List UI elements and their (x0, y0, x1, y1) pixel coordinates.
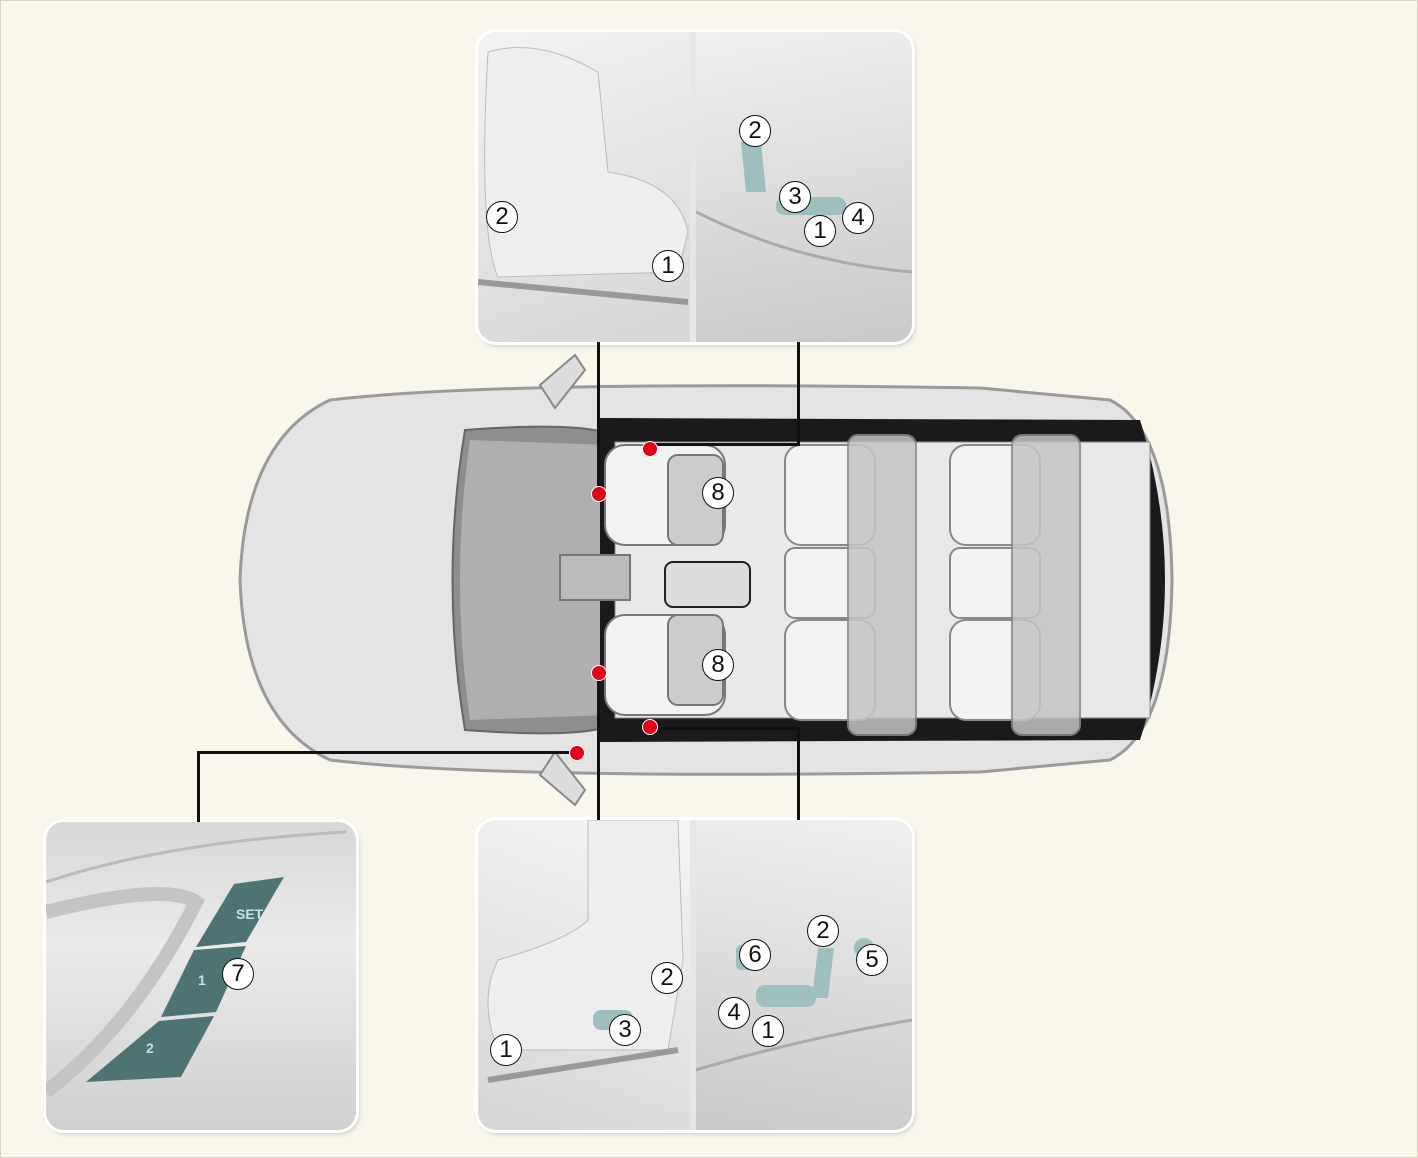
leader-line (649, 443, 800, 446)
callout-3: 3 (609, 1014, 641, 1046)
leader-line (597, 672, 600, 820)
leader-line (649, 727, 800, 730)
callout-4: 4 (718, 997, 750, 1029)
callout-1: 1 (652, 250, 684, 282)
callout-1: 1 (804, 215, 836, 247)
location-marker (642, 441, 658, 457)
front-seats (559, 444, 751, 716)
callout-3: 3 (779, 181, 811, 213)
seat-illustration (478, 820, 690, 1130)
inset-memory-switch: SET 1 2 7 (46, 822, 356, 1130)
callout-4: 4 (842, 202, 874, 234)
mirror-right (538, 750, 587, 807)
seat-illustration (478, 32, 690, 342)
location-marker (591, 665, 607, 681)
callout-2: 2 (739, 115, 771, 147)
seat-switch-illustration (696, 820, 912, 1130)
callout-7: 7 (222, 958, 254, 990)
set-button (196, 877, 284, 947)
memory-2-label: 2 (146, 1040, 154, 1056)
inset-front-seat-bottom: 2 3 1 2 6 5 4 1 (478, 820, 912, 1130)
callout-1: 1 (752, 1015, 784, 1047)
callout-6: 6 (739, 939, 771, 971)
callout-8: 8 (702, 477, 734, 509)
leader-line (797, 727, 800, 820)
location-marker (569, 745, 585, 761)
location-marker (642, 719, 658, 735)
leader-line (797, 342, 800, 445)
mirror-left (538, 353, 587, 410)
callout-2: 2 (486, 201, 518, 233)
set-label: SET (236, 906, 264, 922)
callout-2: 2 (651, 962, 683, 994)
inset-front-seat-top: 2 1 2 3 1 4 (478, 32, 912, 342)
rear-seats (784, 434, 1081, 736)
leader-line (197, 751, 200, 822)
leader-line (198, 751, 578, 754)
leader-line (597, 342, 600, 493)
callout-5: 5 (856, 944, 888, 976)
memory-1-label: 1 (198, 972, 206, 988)
callout-8: 8 (702, 649, 734, 681)
location-marker (591, 486, 607, 502)
callout-2: 2 (807, 915, 839, 947)
memory-2-button (86, 1016, 214, 1082)
callout-1: 1 (490, 1034, 522, 1066)
